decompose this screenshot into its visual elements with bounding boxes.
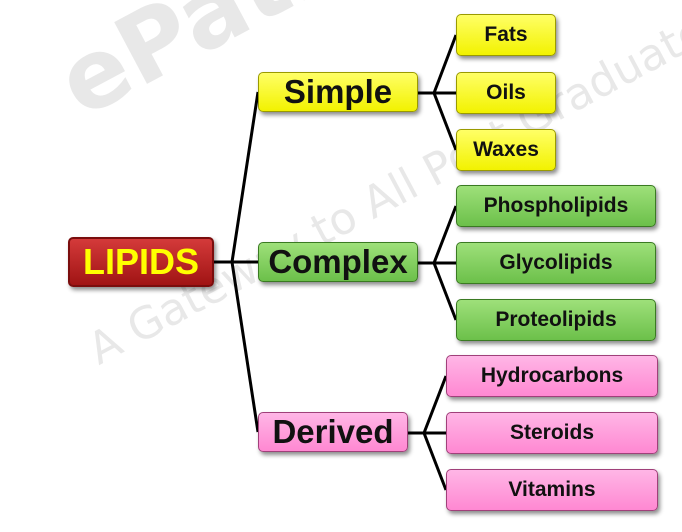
connector-root-derived [214,260,260,433]
item-oils: Oils [456,72,556,114]
category-complex: Complex [258,242,418,282]
connector-simple-waxes [418,91,458,151]
item-glycolipids: Glycolipids [456,242,656,284]
connector-simple-fats [418,34,458,95]
item-hydrocarbons: Hydrocarbons [446,355,658,397]
root-node-lipids: LIPIDS [68,237,214,287]
connector-derived-hydrocarbons [408,375,448,435]
connector-complex-phospholipids [418,205,458,265]
item-fats: Fats [456,14,556,56]
connector-root-simple [214,91,260,264]
item-waxes: Waxes [456,129,556,171]
item-phospholipids: Phospholipids [456,185,656,227]
connector-derived-vitamins [408,431,448,491]
category-simple: Simple [258,72,418,112]
item-proteolipids: Proteolipids [456,299,656,341]
item-steroids: Steroids [446,412,658,454]
category-derived: Derived [258,412,408,452]
connector-complex-proteolipids [418,261,458,321]
item-vitamins: Vitamins [446,469,658,511]
